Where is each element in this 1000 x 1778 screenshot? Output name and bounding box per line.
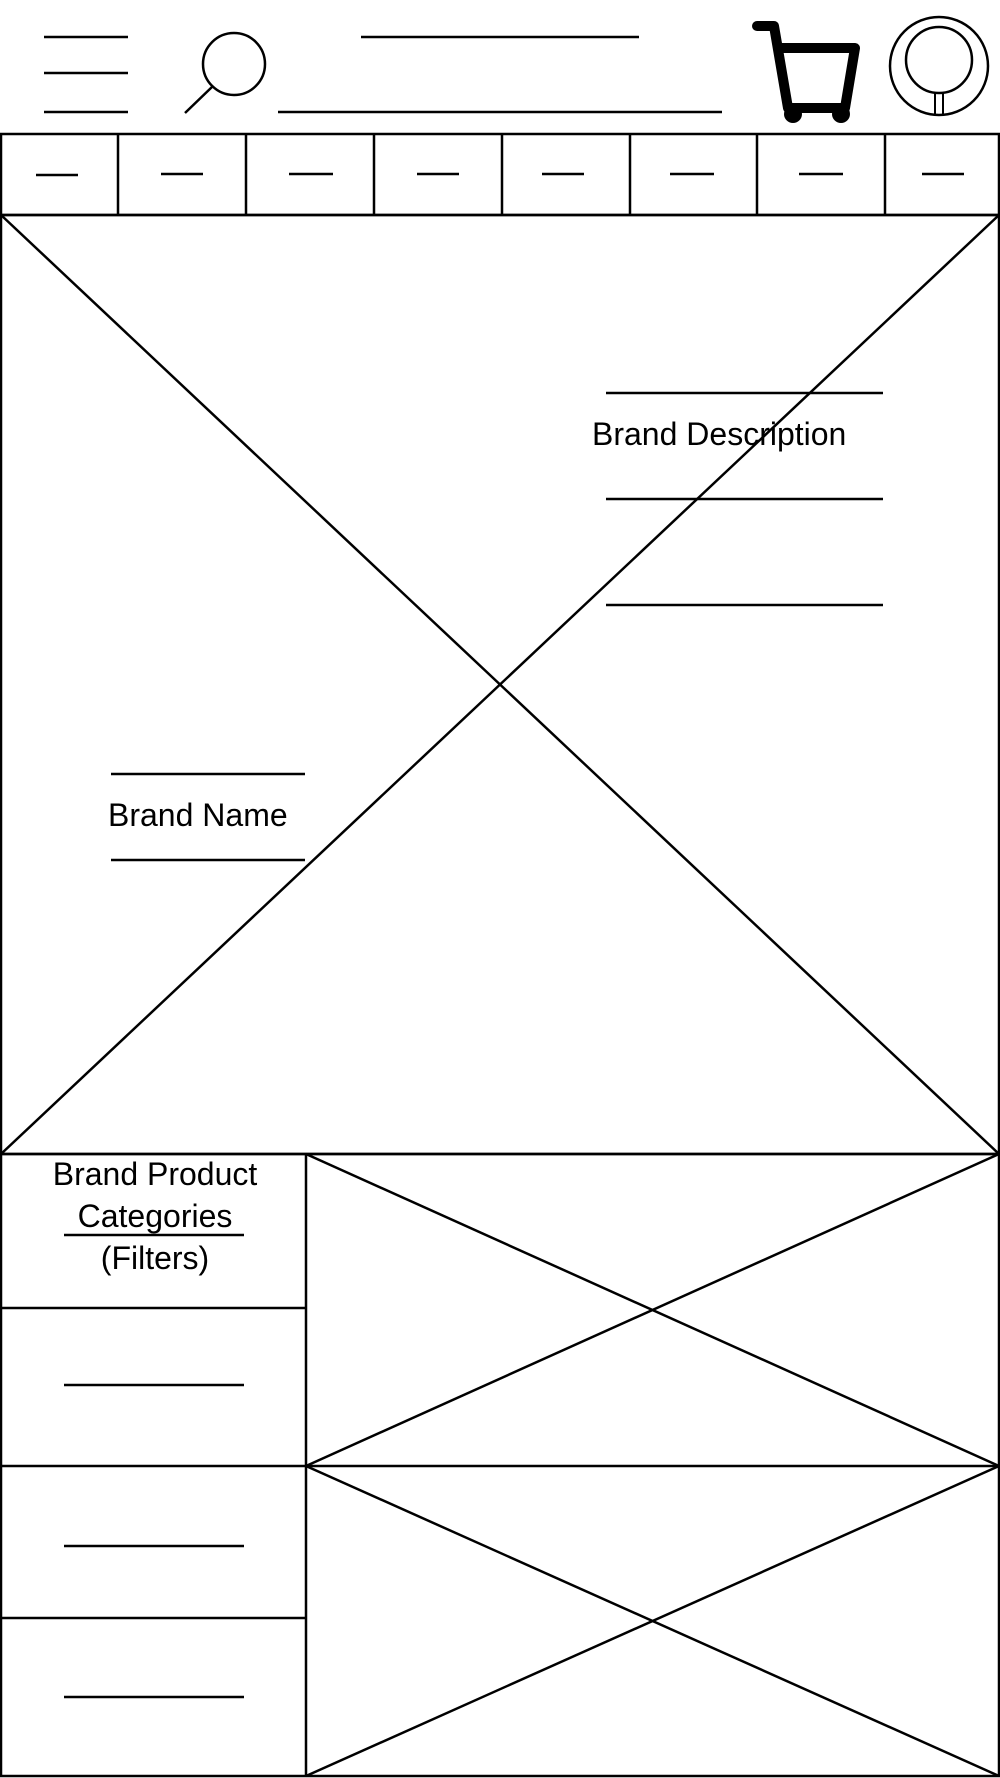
nav-tab-3[interactable]: [246, 134, 374, 215]
nav-tab-4[interactable]: [374, 134, 502, 215]
nav-tab-dividers: [116, 134, 887, 215]
nav-tab-7[interactable]: [757, 134, 885, 215]
filter-item-dividers: [1, 1306, 306, 1620]
product-card-2[interactable]: [306, 1466, 999, 1776]
filter-option-2[interactable]: [1, 1308, 306, 1466]
brand-name-text: Brand Name: [108, 797, 288, 833]
product-card-1[interactable]: [306, 1154, 999, 1466]
brand-product-categories-title: Brand Product Categories (Filters): [52, 1156, 258, 1276]
product-image-placeholder: [305, 1152, 1000, 1468]
hero-image-placeholder: [0, 213, 1000, 1156]
nav-tab-2[interactable]: [118, 134, 246, 215]
brand-description-lines: [606, 391, 883, 607]
nav-tab-1[interactable]: [1, 134, 118, 215]
user-avatar-icon[interactable]: [888, 15, 990, 117]
search-icon[interactable]: [184, 31, 267, 114]
brand-description-text: Brand Description: [592, 416, 847, 452]
brand-name-lines: [111, 772, 305, 862]
filter-option-4[interactable]: [1, 1618, 306, 1776]
shopping-cart-icon[interactable]: [752, 21, 860, 123]
product-image-placeholder: [305, 1464, 1000, 1778]
nav-tab-6[interactable]: [630, 134, 757, 215]
filter-option-3[interactable]: [1, 1466, 306, 1618]
search-input[interactable]: [278, 35, 722, 114]
hamburger-menu-icon[interactable]: [44, 35, 128, 114]
nav-tab-8[interactable]: [885, 134, 999, 215]
nav-tab-5[interactable]: [502, 134, 630, 215]
